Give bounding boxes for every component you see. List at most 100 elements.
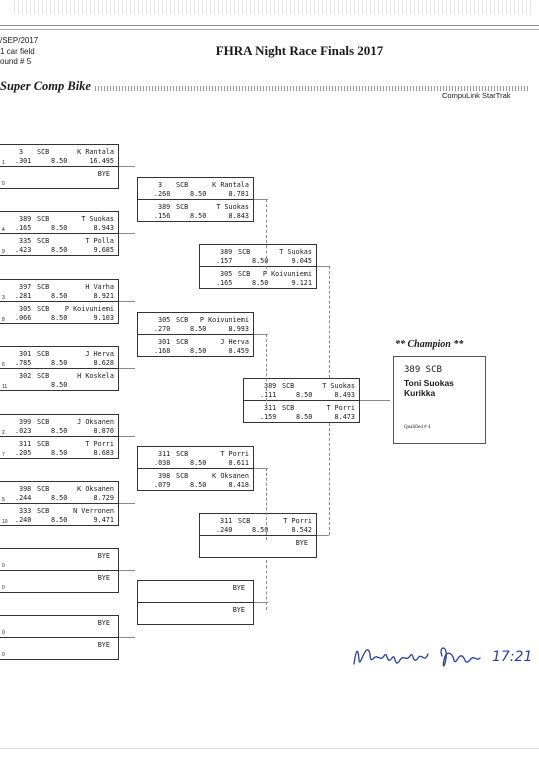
header-rule-2 (0, 29, 539, 30)
entry-et: 8.611 (228, 459, 249, 467)
signature-stroke-1 (353, 649, 429, 665)
entry-underline (0, 301, 118, 302)
entry-name: P Koivuniemi (199, 316, 249, 324)
bracket-entry: BYE (200, 536, 316, 558)
entry-underline (138, 199, 253, 200)
entry-underline (0, 188, 118, 189)
entry-underline (0, 592, 118, 593)
round2-match: BYE BYE (137, 580, 254, 625)
entry-underline (0, 323, 118, 324)
entry-cls: SCB (37, 372, 50, 380)
connector (266, 334, 267, 406)
bye-label: BYE (97, 170, 110, 178)
entry-rt: .240 (216, 526, 233, 534)
entry-underline (0, 166, 118, 167)
entry-et: 8.542 (291, 526, 312, 534)
entry-et: 9.471 (93, 516, 114, 524)
entry-et: 9.045 (291, 257, 312, 265)
entry-lane: 7 (2, 452, 5, 458)
entry-underline (0, 436, 118, 437)
entry-dial: 8.50 (252, 526, 269, 534)
entry-dial: 8.50 (51, 157, 68, 165)
entry-rt: .159 (260, 413, 277, 421)
bye-label: BYE (232, 606, 245, 614)
entry-underline (200, 535, 316, 536)
entry-underline (0, 637, 118, 638)
connector (329, 423, 330, 535)
connector (360, 400, 390, 401)
entry-underline (0, 570, 118, 571)
entry-num: 389 (158, 203, 171, 211)
entry-dial: 8.50 (252, 257, 269, 265)
bye-label: BYE (295, 539, 308, 547)
entry-dial: 8.50 (252, 279, 269, 287)
connector (254, 602, 268, 603)
entry-num: 399 (19, 418, 32, 426)
entry-dial: 8.50 (51, 381, 68, 389)
entry-et: 8.683 (93, 449, 114, 457)
entry-dial: 8.50 (190, 190, 207, 198)
entry-underline (138, 468, 253, 469)
connector (266, 560, 267, 610)
entry-dial: 8.50 (51, 359, 68, 367)
bye-label: BYE (97, 552, 110, 560)
entry-underline (200, 266, 316, 267)
entry-et: 9.685 (93, 246, 114, 254)
entry-num: 305 (19, 305, 32, 313)
connector (119, 503, 135, 504)
entry-dial: 8.50 (51, 292, 68, 300)
bracket-entry: BYE (138, 603, 253, 625)
entry-rt: .038 (154, 459, 171, 467)
entry-et: 8.473 (334, 413, 355, 421)
entry-et: 8.459 (228, 347, 249, 355)
entry-underline (0, 368, 118, 369)
entry-num: 3 (158, 181, 163, 189)
connector (266, 468, 267, 540)
connector (317, 535, 329, 536)
entry-rt: .023 (15, 427, 32, 435)
entry-dial: 8.50 (296, 391, 313, 399)
entry-cls: SCB (176, 203, 189, 211)
entry-cls: SCB (176, 472, 189, 480)
entry-name: J Oksanen (77, 418, 114, 426)
entry-name: T Suokas (322, 382, 355, 390)
entry-name: T Suokas (81, 215, 114, 223)
connector (266, 199, 267, 274)
entry-lane: 5 (2, 497, 5, 503)
entry-name: T Porri (220, 450, 249, 458)
entry-name: T Porri (326, 404, 355, 412)
entry-dial: 8.50 (190, 325, 207, 333)
entry-lane: 4 (2, 227, 5, 233)
entry-num: 301 (19, 350, 32, 358)
connector (317, 266, 329, 267)
signature: 17:21 (353, 647, 532, 667)
entry-dial: 8.50 (51, 449, 68, 457)
entry-cls: SCB (282, 382, 295, 390)
entry-num: 301 (158, 338, 171, 346)
entry-cls: SCB (238, 517, 251, 525)
entry-name: N Verronen (73, 507, 114, 515)
bye-label: BYE (232, 584, 245, 592)
entry-name: T Polla (85, 237, 114, 245)
bye-label: BYE (97, 574, 110, 582)
entry-lane: 0 (2, 630, 5, 636)
connector (254, 199, 268, 200)
